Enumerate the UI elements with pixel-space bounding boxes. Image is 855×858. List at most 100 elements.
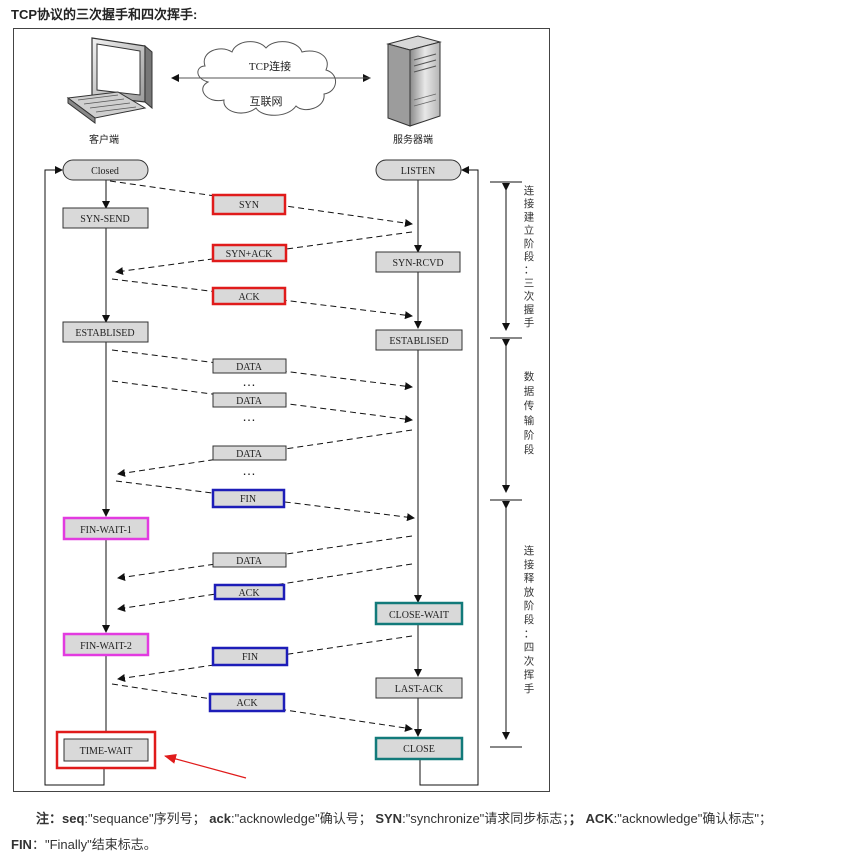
phase-connect-char: 建 bbox=[524, 210, 535, 223]
msg-ack-2-label: ACK bbox=[238, 588, 260, 599]
client-label: 客户端 bbox=[89, 133, 119, 146]
state-syn-rcvd: SYN-RCVD bbox=[375, 251, 461, 273]
phase-connect-char: 段 bbox=[524, 250, 535, 263]
msg-ack-1-label: ACK bbox=[238, 292, 260, 303]
msg-data-2: DATA bbox=[212, 392, 287, 408]
phase-release-char-bg bbox=[523, 544, 535, 556]
state-closed-label: Closed bbox=[91, 166, 119, 177]
phase-release-char: 阶 bbox=[524, 599, 535, 612]
phase-release-char: 次 bbox=[524, 654, 535, 667]
red-pointer-arrow bbox=[164, 754, 247, 779]
note-syn-key: SYN bbox=[375, 811, 403, 826]
state-fin-wait-1: FIN-WAIT-1 bbox=[62, 516, 150, 541]
msg-syn-ack: SYN+ACK bbox=[211, 243, 288, 263]
state-time-wait-label: TIME-WAIT bbox=[80, 746, 133, 757]
phase-connect-char: 握 bbox=[524, 303, 535, 316]
phase-connect-char-bg bbox=[523, 184, 535, 196]
phase-connect-char: ： bbox=[524, 264, 535, 276]
note-ack-key: ack bbox=[209, 811, 231, 826]
server-label: 服务器端 bbox=[393, 133, 433, 146]
msg-ack-3: ACK bbox=[208, 692, 286, 713]
msg-data-3-label: DATA bbox=[236, 449, 263, 460]
state-syn-send-label: SYN-SEND bbox=[80, 214, 129, 225]
phase-release-char: 接 bbox=[524, 558, 535, 571]
msg-syn-label: SYN bbox=[239, 200, 259, 211]
phase-release-char: 释 bbox=[524, 572, 535, 585]
phase-transfer-char-bg bbox=[523, 428, 535, 441]
note-seq-val: :"sequance"序列号； bbox=[84, 811, 206, 826]
state-close-wait-label: CLOSE-WAIT bbox=[389, 610, 449, 621]
phase-connect-char-bg bbox=[523, 210, 535, 223]
state-last-ack-label: LAST-ACK bbox=[395, 684, 444, 695]
phase-connect-char-bg bbox=[523, 250, 535, 262]
note-fin-val: ："Finally"结束标志。 bbox=[31, 837, 157, 852]
phase-release-char: 放 bbox=[524, 585, 535, 598]
phase-connect-char-bg bbox=[523, 289, 535, 302]
phase-release-char: 手 bbox=[524, 682, 535, 695]
note-seq-key: seq bbox=[62, 811, 85, 826]
state-fin-wait-2: FIN-WAIT-2 bbox=[62, 632, 150, 657]
phase-transfer-char: 数 bbox=[524, 370, 535, 383]
msg-fin-2: FIN bbox=[211, 646, 289, 667]
phase-transfer-char: 传 bbox=[524, 400, 535, 412]
msg-syn-ack-label: SYN+ACK bbox=[226, 249, 274, 260]
msg-data-2-label: DATA bbox=[236, 396, 263, 407]
phase-connect-char-bg bbox=[523, 236, 535, 249]
msg-data-4: DATA bbox=[212, 552, 287, 568]
state-time-wait: TIME-WAIT bbox=[55, 730, 157, 770]
phase-release-char-bg bbox=[523, 668, 535, 681]
msg-fin-1: FIN bbox=[211, 488, 286, 509]
phase-connect-char: 连 bbox=[524, 184, 535, 197]
cloud-label-bg bbox=[238, 58, 308, 74]
state-listen: LISTEN bbox=[375, 159, 462, 181]
cloud-bottom-label: 互联网 bbox=[250, 95, 283, 108]
msg-data-4-label: DATA bbox=[236, 556, 263, 567]
msg-ack-2: ACK bbox=[213, 583, 286, 601]
phase-transfer-char: 段 bbox=[524, 443, 535, 456]
phase-release-char-bg bbox=[523, 557, 535, 570]
phase-release-char-bg bbox=[523, 571, 535, 584]
phase-transfer-char: 输 bbox=[524, 414, 535, 427]
msg-data-1-label: DATA bbox=[236, 362, 263, 373]
phase-connect-char: 接 bbox=[524, 197, 535, 210]
phase-transfer-char: 阶 bbox=[524, 428, 535, 441]
phase-release-char-bg bbox=[523, 599, 535, 612]
phase-transfer-char: 据 bbox=[524, 385, 535, 398]
client-computer-icon bbox=[66, 37, 153, 124]
ellipsis-2: … bbox=[242, 408, 256, 424]
phase-connect-char-bg bbox=[523, 276, 535, 289]
state-syn-send: SYN-SEND bbox=[62, 207, 149, 229]
state-client-established-label: ESTABLISED bbox=[75, 328, 134, 339]
phase-transfer-char-bg bbox=[523, 413, 535, 426]
phase-connect-char: 阶 bbox=[524, 237, 535, 250]
note-semicolon: ； bbox=[568, 811, 582, 826]
phase-connect-char-bg bbox=[523, 302, 535, 315]
note-fin-key: FIN bbox=[11, 837, 32, 852]
phase-transfer-char-bg bbox=[523, 399, 535, 412]
msg-data-1: DATA bbox=[212, 358, 287, 374]
phase-release-char-bg bbox=[523, 654, 535, 667]
server-tower-icon bbox=[386, 35, 442, 127]
phase-connect-char: 手 bbox=[524, 316, 535, 329]
msg-ack-3-label: ACK bbox=[236, 698, 258, 709]
phase-transfer-char-bg bbox=[523, 370, 535, 382]
tcp-diagram: 客户端 服务器端 TCP连接 互联网 bbox=[44, 35, 535, 786]
state-last-ack: LAST-ACK bbox=[375, 677, 463, 699]
phase-release-char-bg bbox=[523, 626, 535, 639]
phase-connect-char: 三 bbox=[524, 277, 535, 289]
phase-release-char: 段 bbox=[524, 613, 535, 626]
msg-ack-1: ACK bbox=[211, 286, 287, 306]
msg-fin-2-label: FIN bbox=[242, 652, 258, 663]
cloud-top-label: TCP连接 bbox=[249, 60, 291, 73]
state-listen-label: LISTEN bbox=[401, 166, 435, 177]
phase-connect-char-bg bbox=[523, 263, 535, 276]
state-syn-rcvd-label: SYN-RCVD bbox=[392, 258, 443, 269]
note-prefix: 注： bbox=[36, 811, 63, 826]
phase-release-char: ： bbox=[524, 628, 535, 640]
phase-brackets bbox=[490, 181, 522, 748]
footnote: 注：seq:"sequance"序列号； ack:"acknowledge"确认… bbox=[11, 806, 846, 858]
page-heading: TCP协议的三次握手和四次挥手: bbox=[11, 7, 198, 22]
phase-connect-char: 立 bbox=[524, 224, 535, 237]
ellipsis-3: … bbox=[242, 462, 256, 478]
